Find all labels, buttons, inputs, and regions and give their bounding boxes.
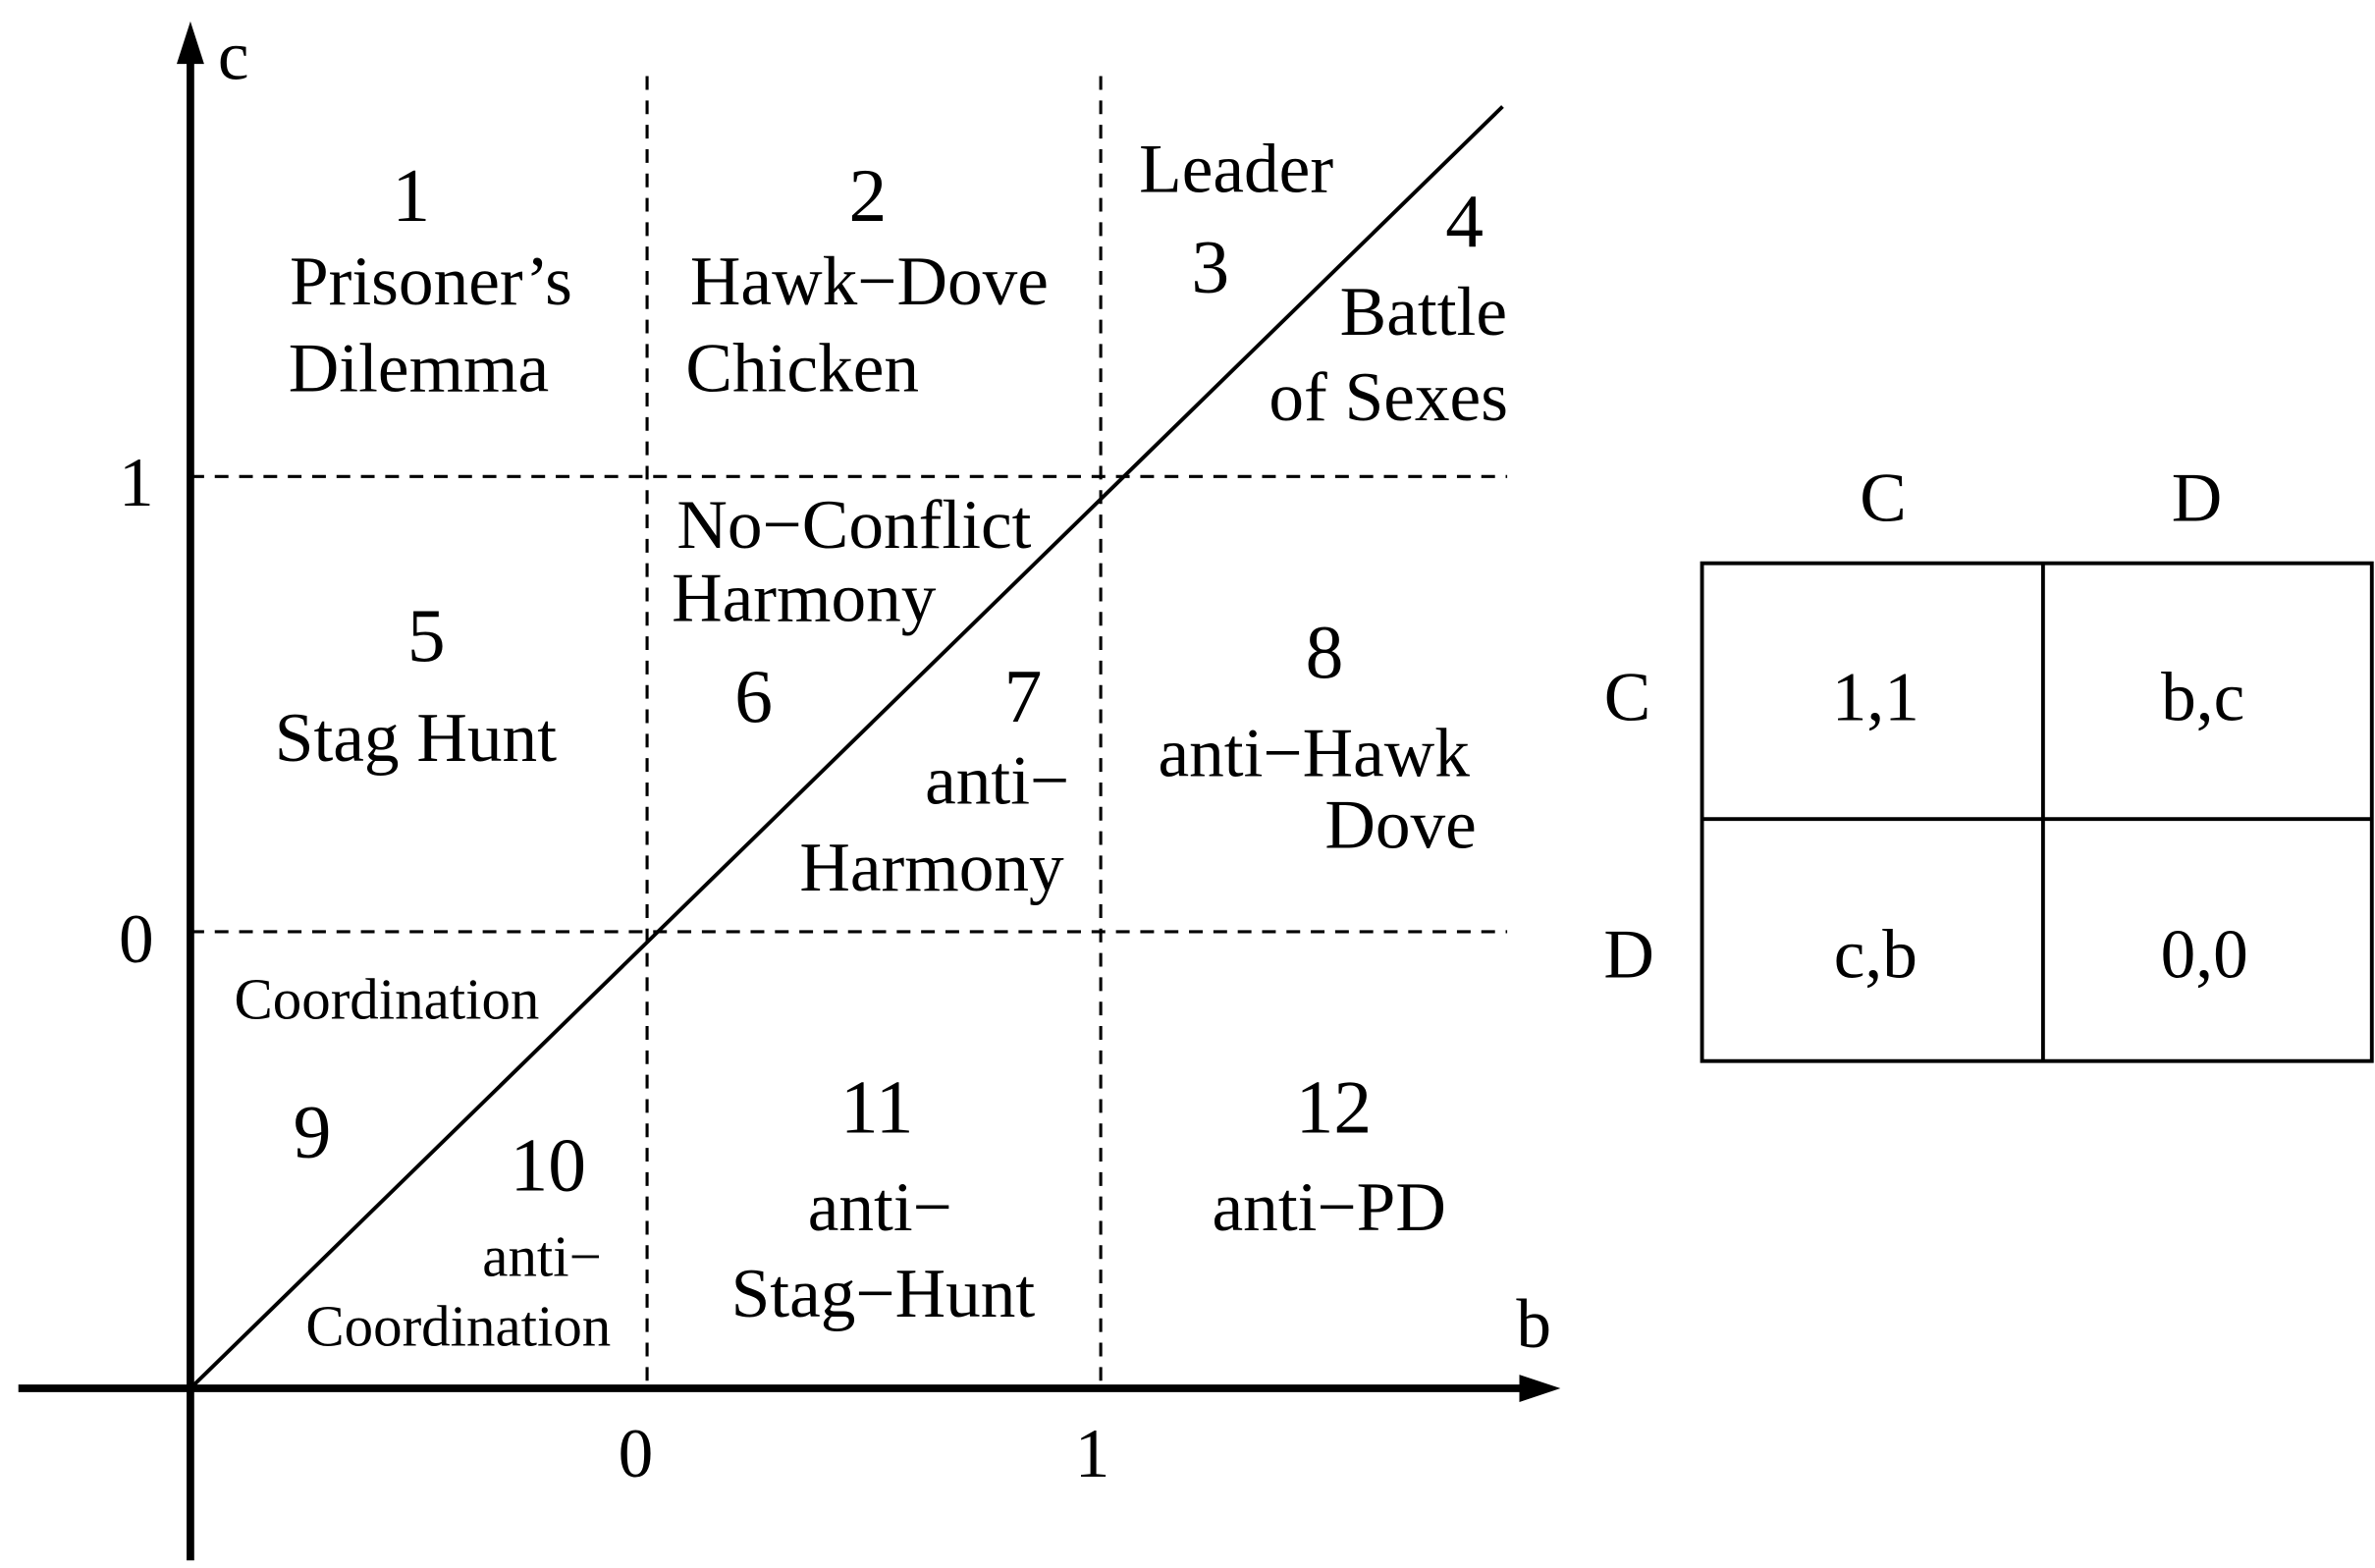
region-6-label: No−Conflict xyxy=(676,486,1031,564)
region-6-label: Harmony xyxy=(672,560,937,637)
region-11-number: 11 xyxy=(840,1065,914,1150)
region-9-label: Coordination xyxy=(235,967,540,1031)
region-10-number: 10 xyxy=(511,1122,587,1207)
y-axis-arrow-icon xyxy=(176,21,204,65)
region-7-number: 7 xyxy=(1004,654,1043,738)
region-1-number: 1 xyxy=(392,153,430,238)
region-2-label: Hawk−Dove xyxy=(690,243,1049,320)
diagonal-b-equals-c xyxy=(189,105,1504,1390)
x-axis-arrow-icon xyxy=(1519,1375,1561,1402)
region-4-number: 4 xyxy=(1445,179,1484,263)
region-7-label: Harmony xyxy=(799,829,1064,906)
cell-dc: c,b xyxy=(1834,915,1917,993)
region-3-number: 3 xyxy=(1191,225,1229,309)
column-header-d: D xyxy=(2172,459,2223,536)
region-10-label: anti− xyxy=(482,1224,602,1288)
x-tick-1: 1 xyxy=(1075,1415,1110,1492)
cell-cd: b,c xyxy=(2161,658,2244,735)
region-3-label: Leader xyxy=(1139,130,1333,207)
y-tick-0: 0 xyxy=(119,900,154,978)
cell-dd: 0,0 xyxy=(2161,915,2248,993)
region-4-label: of Sexes xyxy=(1268,358,1508,436)
region-12-label: anti−PD xyxy=(1213,1168,1446,1246)
region-5-number: 5 xyxy=(407,593,446,677)
region-12-number: 12 xyxy=(1296,1065,1373,1150)
region-8-number: 8 xyxy=(1306,610,1344,694)
region-11-label: Stag−Hunt xyxy=(731,1255,1036,1332)
region-10-label: Coordination xyxy=(305,1295,611,1359)
region-1-label: Dilemma xyxy=(289,329,549,406)
matrix-border xyxy=(1700,561,2374,1063)
row-header-d: D xyxy=(1603,915,1654,993)
row-header-c: C xyxy=(1604,658,1651,735)
y-axis-label: c xyxy=(218,18,249,95)
y-tick-1: 1 xyxy=(119,444,154,521)
region-5-label: Stag Hunt xyxy=(275,699,557,777)
x-tick-0: 0 xyxy=(619,1415,654,1492)
region-4-label: Battle xyxy=(1340,273,1507,351)
region-9-number: 9 xyxy=(294,1089,332,1173)
payoff-matrix: C D C D 1,1 b,c c,b 0,0 xyxy=(1603,459,2374,1063)
region-1-label: Prisoner’s xyxy=(290,243,572,320)
region-2-number: 2 xyxy=(849,153,888,238)
region-8-label: Dove xyxy=(1324,786,1476,864)
region-8-label: anti−Hawk xyxy=(1158,715,1470,792)
region-7-label: anti− xyxy=(925,742,1069,820)
region-6-number: 6 xyxy=(734,654,773,738)
cell-cc: 1,1 xyxy=(1832,658,1919,735)
column-header-c: C xyxy=(1860,459,1907,536)
x-axis-label: b xyxy=(1516,1285,1551,1363)
region-11-label: anti− xyxy=(808,1168,952,1246)
region-2-label: Chicken xyxy=(685,329,919,406)
